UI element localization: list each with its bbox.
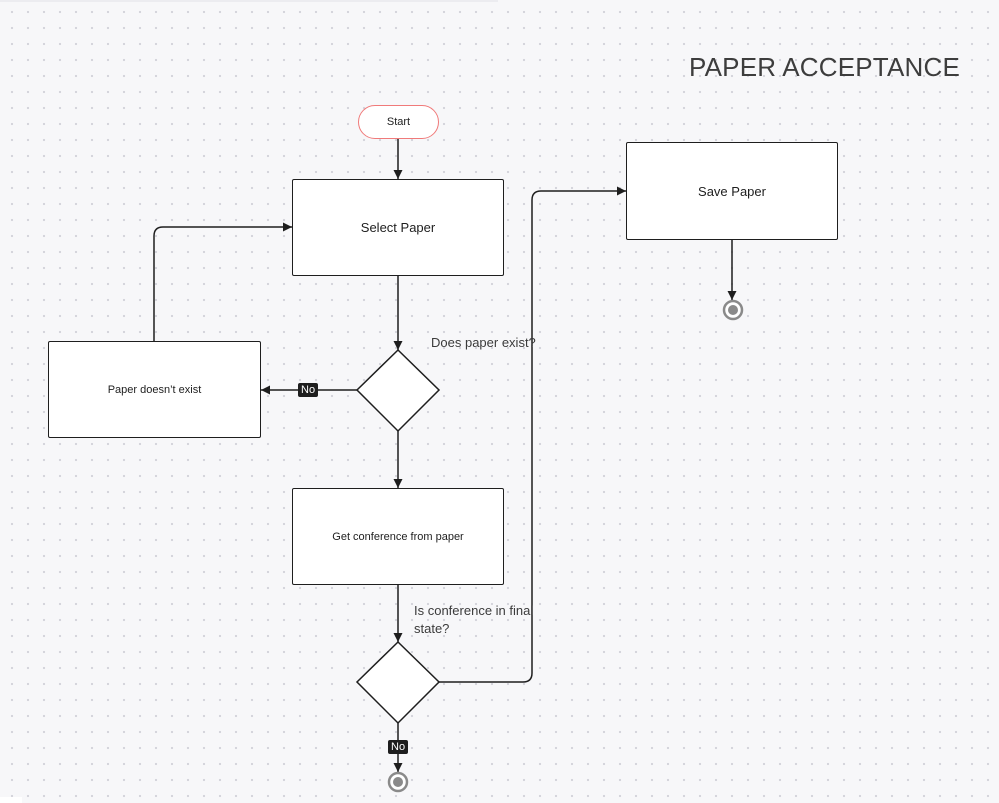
paper-doesnt-exist-label: Paper doesn’t exist [107,383,202,396]
decision-conference-final-label-line2: state? [414,621,450,636]
save-paper-label: Save Paper [698,183,766,199]
start-node-label: Start [386,116,411,128]
end-node-save[interactable] [722,299,744,321]
canvas-corner [0,797,22,803]
edge-label-no-left[interactable]: No [298,383,319,397]
start-node[interactable]: Start [358,105,439,139]
canvas-top-edge [0,0,498,2]
connector-decision-yes-to-save[interactable] [439,186,626,683]
decision-paper-exists-label: Does paper exist? [431,335,536,350]
get-conference-label: Get conference from paper [332,530,464,543]
paper-doesnt-exist-node[interactable]: Paper doesn’t exist [48,341,261,438]
save-paper-node[interactable]: Save Paper [626,142,838,240]
edge-label-no-bottom[interactable]: No [388,740,409,754]
decision-conference-final-label-line1: Is conference in final [414,603,534,618]
get-conference-node[interactable]: Get conference from paper [292,488,504,585]
select-paper-node[interactable]: Select Paper [292,179,504,276]
select-paper-label: Select Paper [360,220,436,235]
end-node-reject[interactable] [387,771,409,793]
decision-conference-final[interactable] [355,640,441,725]
decision-paper-exists[interactable] [355,348,441,433]
connector-missing-loop-to-select[interactable] [153,222,292,341]
diagram-title: PAPER ACCEPTANCE [689,52,960,82]
